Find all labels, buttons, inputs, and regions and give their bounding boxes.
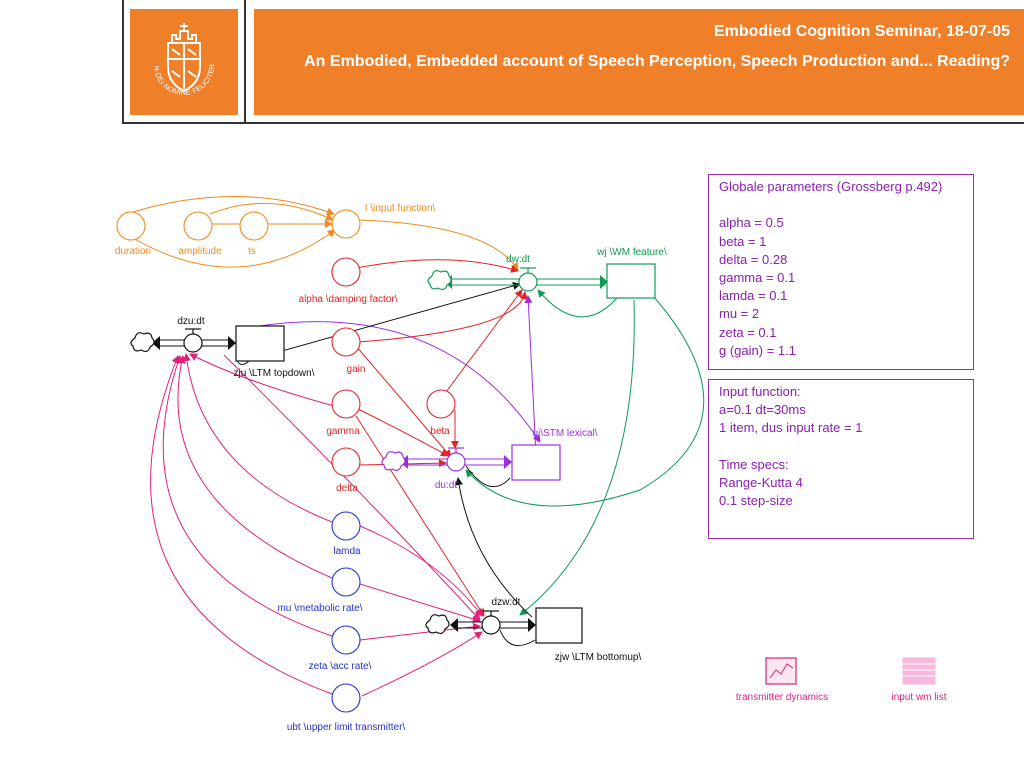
cloud-icon bbox=[427, 270, 452, 291]
transmitter-connectors bbox=[150, 353, 483, 697]
lamda-label: lamda bbox=[333, 546, 361, 557]
input-connectors bbox=[132, 196, 519, 271]
alpha-converter[interactable] bbox=[331, 257, 361, 287]
transmitter-dynamics-graph[interactable]: transmitter dynamics bbox=[736, 657, 828, 703]
param-alpha: alpha = 0.5 bbox=[719, 215, 784, 231]
param-mu: mu = 2 bbox=[719, 306, 760, 322]
time-specs-heading: Time specs: bbox=[719, 456, 789, 472]
beta-converter[interactable] bbox=[426, 389, 456, 419]
dw-valve[interactable] bbox=[518, 272, 538, 292]
delta-converter[interactable] bbox=[331, 447, 361, 477]
amplitude-converter[interactable] bbox=[183, 211, 213, 241]
seal-icon: IN·DEI·NOMINE·FELICITER bbox=[129, 4, 216, 97]
duration-converter[interactable] bbox=[116, 211, 146, 241]
wm-connectors bbox=[465, 289, 705, 616]
gamma-converter[interactable] bbox=[331, 389, 361, 419]
input-function-box: Input function: a=0.1 dt=30ms 1 item, du… bbox=[708, 379, 974, 539]
ltm-bottomup-label: zjw \LTM bottomup\ bbox=[555, 652, 642, 663]
input-heading: Input function: bbox=[719, 384, 801, 399]
table-icon[interactable] bbox=[902, 657, 936, 685]
du-label: du:dt bbox=[435, 480, 457, 491]
dzw-label: dzw:dt bbox=[492, 597, 521, 608]
param-gain: g (gain) = 1.1 bbox=[719, 342, 796, 358]
cloud-icon bbox=[130, 332, 155, 353]
header-title: Embodied Cognition Seminar, 18-07-05 bbox=[713, 23, 1010, 40]
converters bbox=[116, 209, 456, 713]
param-delta: delta = 0.28 bbox=[719, 251, 788, 267]
global-parameters-box: Globale parameters (Grossberg p.492) alp… bbox=[708, 174, 974, 370]
ltm-topdown-stock[interactable] bbox=[235, 325, 285, 362]
gain-label: gain bbox=[347, 364, 366, 375]
alpha-label: alpha \damping factor\ bbox=[299, 294, 398, 305]
header-frame bbox=[122, 0, 1024, 124]
input-items: 1 item, dus input rate = 1 bbox=[719, 420, 863, 436]
input-rate-a: a=0.1 dt=30ms bbox=[719, 402, 806, 418]
stocks bbox=[235, 263, 656, 644]
header-divider bbox=[244, 0, 246, 124]
wm-feature-stock[interactable] bbox=[606, 263, 656, 299]
zeta-label: zeta \acc rate\ bbox=[309, 661, 372, 672]
graph-icon[interactable] bbox=[765, 657, 797, 685]
du-valve[interactable] bbox=[446, 452, 466, 472]
param-zeta: zeta = 0.1 bbox=[719, 324, 777, 340]
dzu-label: dzu:dt bbox=[177, 316, 204, 327]
table-label: input wm list bbox=[891, 692, 946, 703]
wm-feature-label: wj \WM feature\ bbox=[596, 247, 667, 258]
stm-lexical-stock[interactable] bbox=[511, 444, 561, 481]
title-banner: Embodied Cognition Seminar, 18-07-05 An … bbox=[254, 9, 1024, 115]
header-subtitle: An Embodied, Embedded account of Speech … bbox=[304, 53, 1010, 70]
stm-lexical-label: uj\STM lexical\ bbox=[532, 428, 597, 439]
time-specs-method: Range-Kutta 4 bbox=[719, 475, 803, 491]
input-function-label: I \input function\ bbox=[365, 203, 436, 214]
ts-label: ts bbox=[248, 246, 256, 257]
zeta-converter[interactable] bbox=[331, 625, 361, 655]
mu-label: mu \metabolic rate\ bbox=[277, 603, 362, 614]
gain-converter[interactable] bbox=[331, 327, 361, 357]
delta-label: delta bbox=[336, 483, 358, 494]
time-specs-stepsize: 0.1 step-size bbox=[719, 493, 793, 509]
input-wm-list-table[interactable]: input wm list bbox=[891, 657, 947, 703]
param-lamda: lamda = 0.1 bbox=[719, 288, 788, 304]
param-gamma: gamma = 0.1 bbox=[719, 270, 796, 286]
diagram-labels: duration amplitude ts I \input function\… bbox=[115, 203, 667, 733]
param-beta: beta = 1 bbox=[719, 233, 767, 249]
ltm-topdown-label: zju \LTM topdown\ bbox=[234, 368, 315, 379]
duration-label: duration bbox=[115, 246, 151, 257]
beta-label: beta bbox=[430, 426, 450, 437]
lamda-converter[interactable] bbox=[331, 511, 361, 541]
gamma-label: gamma bbox=[326, 426, 360, 437]
dzu-valve[interactable] bbox=[183, 333, 203, 353]
flow-pipes bbox=[152, 275, 608, 632]
ltm-bottomup-stock[interactable] bbox=[535, 607, 583, 644]
cloud-icon bbox=[425, 614, 450, 635]
university-logo: IN·DEI·NOMINE·FELICITER bbox=[129, 4, 238, 115]
input-function-converter[interactable] bbox=[331, 209, 361, 239]
params-heading: Globale parameters (Grossberg p.492) bbox=[719, 179, 943, 194]
dzw-valve[interactable] bbox=[481, 615, 501, 635]
graph-label: transmitter dynamics bbox=[736, 692, 828, 703]
cloud-icon bbox=[381, 451, 406, 472]
ubt-label: ubt \upper limit transmitter\ bbox=[287, 722, 406, 733]
ts-converter[interactable] bbox=[239, 211, 269, 241]
amplitude-label: amplitude bbox=[178, 246, 222, 257]
stm-connectors bbox=[235, 295, 541, 456]
flow-valves bbox=[183, 267, 538, 635]
mu-converter[interactable] bbox=[331, 567, 361, 597]
ubt-converter[interactable] bbox=[331, 683, 361, 713]
cloud-icons bbox=[130, 270, 452, 635]
parameter-connectors bbox=[355, 259, 529, 617]
dw-label: dw:dt bbox=[506, 254, 530, 265]
